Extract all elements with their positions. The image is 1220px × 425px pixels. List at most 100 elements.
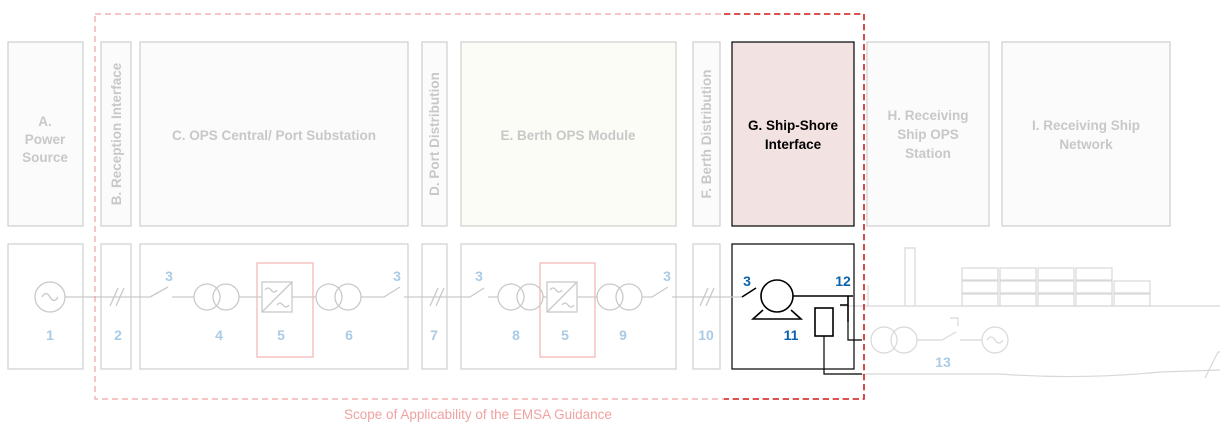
num-12: 12 (835, 273, 851, 289)
block-d-label: D. Port Distribution (427, 72, 442, 196)
block-c-label: C. OPS Central/ Port Substation (172, 128, 376, 143)
converter-5b-waves (549, 287, 575, 308)
num-11: 11 (784, 327, 799, 343)
block-h-label-2: Ship OPS (897, 127, 959, 142)
bottom-block-g (731, 243, 855, 370)
switch-3d (642, 286, 742, 298)
bottom-block-a (7, 243, 84, 370)
block-a-label-3: Source (22, 150, 68, 165)
block-g-ship-shore-interface (731, 41, 855, 227)
bottom-block-b (100, 243, 132, 370)
block-c-ops-central (139, 41, 409, 227)
power-source-wave (41, 292, 59, 302)
num-8: 8 (512, 327, 520, 343)
ship-switch (917, 331, 982, 341)
transformer-9-coil-1 (596, 283, 624, 311)
port-distribution-break (429, 287, 445, 307)
bottom-block-e (460, 243, 677, 370)
block-h-label-1: H. Receiving (887, 108, 968, 123)
bottom-block-c (139, 243, 409, 370)
number-labels: 1 2 3 4 5 6 3 7 3 8 5 9 3 10 13 (46, 268, 951, 370)
active-number-labels: 3 12 11 (743, 273, 851, 343)
block-i-label-2: Network (1059, 137, 1113, 152)
bottom-row (7, 243, 721, 370)
block-e-berth-ops-module (460, 41, 677, 227)
transformer-8-coil-2 (516, 283, 544, 311)
transformer-6-coil-1 (315, 283, 343, 311)
block-g-label-1: G. Ship-Shore (748, 118, 838, 133)
block-f-label: F. Berth Distribution (699, 70, 714, 199)
block-i-receiving-ship-network (1001, 41, 1171, 227)
ship-bow (1204, 351, 1220, 379)
switch-3e (741, 287, 757, 298)
ship-generator-wave (986, 336, 1004, 344)
num-9: 9 (619, 327, 627, 343)
converter-5a-waves (264, 287, 290, 308)
scope-caption: Scope of Applicability of the EMSA Guida… (344, 407, 612, 422)
cable-to-ship-2 (847, 322, 862, 341)
converter-frame-c (256, 262, 314, 358)
bottom-block-f (692, 243, 721, 370)
transformer-8-coil-1 (497, 283, 525, 311)
bottom-block-d (421, 243, 448, 370)
ship-silhouette (840, 247, 1220, 379)
connector-12 (840, 296, 849, 322)
num-2: 2 (114, 327, 122, 343)
num-13: 13 (935, 354, 951, 370)
cable-reel (760, 279, 794, 313)
scope-highlight-segment (724, 13, 865, 400)
block-h-receiving-ship-ops (866, 41, 990, 227)
single-line-circuit (34, 281, 742, 313)
socket-11 (814, 307, 834, 337)
converter-frame-e (539, 262, 596, 358)
transformer-6-coil-2 (334, 283, 362, 311)
berth-distribution-break (699, 287, 715, 307)
num-3e: 3 (743, 273, 751, 289)
block-e-label: E. Berth OPS Module (500, 128, 636, 143)
top-row-labels: A. Power Source B. Reception Interface C… (22, 62, 1140, 205)
num-3d: 3 (663, 268, 671, 284)
num-5a: 5 (277, 327, 285, 343)
top-row (7, 41, 1171, 227)
converter-5b-diag (546, 281, 578, 313)
block-a-label-2: Power (25, 132, 66, 147)
container-stack (961, 267, 1151, 307)
block-h-label-3: Station (905, 146, 951, 161)
transformer-4-coil-1 (193, 283, 221, 311)
num-7: 7 (430, 327, 438, 343)
num-6: 6 (345, 327, 353, 343)
num-1: 1 (46, 327, 54, 343)
num-10: 10 (698, 327, 714, 343)
ship-generator (981, 326, 1009, 354)
block-b-label: B. Reception Interface (109, 62, 124, 205)
cable-reel-base (750, 309, 804, 320)
block-d-port-distribution (421, 41, 448, 227)
switch-3c (469, 287, 498, 298)
num-3b: 3 (393, 268, 401, 284)
block-g-label-2: Interface (765, 137, 822, 152)
converter-5a-diag (261, 281, 293, 313)
ship-switch-arm (950, 317, 959, 326)
ship-shore-connector (741, 279, 862, 375)
transformer-9-coil-2 (615, 283, 643, 311)
reception-break (109, 287, 125, 307)
block-i-label-1: I. Receiving Ship (1032, 118, 1140, 133)
ship-transformer-coil-1 (870, 326, 898, 354)
block-g-labels: G. Ship-Shore Interface (748, 118, 838, 152)
num-3c: 3 (475, 268, 483, 284)
ship-hull-bottom (850, 369, 1220, 378)
num-3a: 3 (165, 268, 173, 284)
num-4: 4 (215, 327, 223, 343)
block-a-label-1: A. (38, 114, 52, 129)
switch-3a (149, 286, 194, 298)
num-5b: 5 (561, 327, 569, 343)
block-b-reception-interface (100, 41, 132, 227)
transformer-4-coil-2 (212, 283, 240, 311)
ship-funnel (904, 247, 916, 306)
ship-transformer-coil-2 (890, 326, 918, 354)
block-f-berth-distribution (692, 41, 721, 227)
switch-3b (361, 286, 470, 298)
block-a-power-source (7, 41, 84, 227)
